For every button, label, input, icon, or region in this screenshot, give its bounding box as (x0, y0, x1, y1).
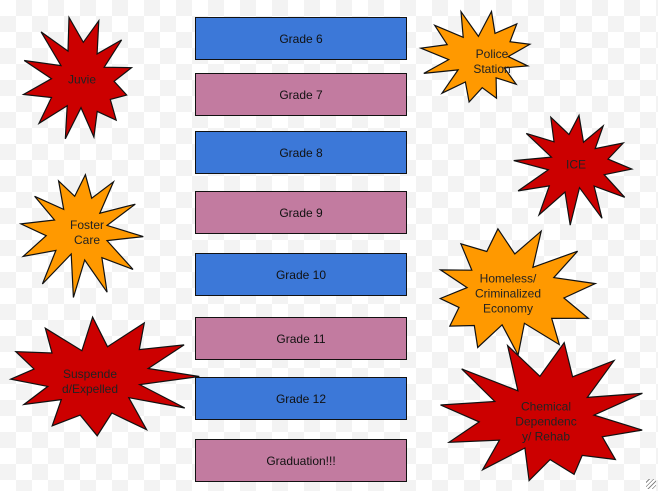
burst-label-chemical: Chemical Dependenc y/ Rehab (515, 399, 577, 444)
grade-box[interactable]: Graduation!!! (195, 439, 407, 482)
grade-label: Grade 9 (279, 205, 323, 220)
grade-label: Graduation!!! (266, 453, 336, 468)
burst-label-homeless: Homeless/ Criminalized Economy (474, 271, 542, 316)
burst-shape[interactable] (440, 341, 643, 482)
burst-shape[interactable] (21, 15, 134, 140)
grade-label: Grade 11 (276, 331, 326, 346)
grade-box[interactable]: Grade 8 (195, 131, 407, 174)
burst-label-suspended: Suspende d/Expelled (61, 367, 119, 396)
grade-box[interactable]: Grade 12 (195, 377, 407, 420)
grade-label: Grade 7 (279, 87, 323, 102)
grade-label: Grade 10 (275, 267, 327, 282)
grade-box[interactable]: Grade 6 (195, 17, 407, 60)
grade-box[interactable]: Grade 11 (195, 317, 407, 360)
grade-box[interactable]: Grade 9 (195, 191, 407, 234)
grade-label: Grade 8 (279, 145, 323, 160)
burst-shape[interactable] (418, 9, 532, 104)
grade-label: Grade 12 (275, 391, 327, 406)
burst-shape[interactable] (8, 315, 200, 437)
grade-box[interactable]: Grade 10 (195, 253, 407, 296)
burst-label-ice: ICE (565, 157, 587, 172)
burst-label-foster-care: Foster Care (69, 218, 105, 247)
grade-label: Grade 6 (279, 31, 323, 46)
burst-label-police: Police Station (473, 47, 511, 76)
burst-shape[interactable] (513, 113, 634, 226)
burst-label-juvie: Juvie (67, 72, 97, 87)
resize-handle[interactable] (646, 479, 656, 489)
grade-box[interactable]: Grade 7 (195, 73, 407, 116)
burst-shape[interactable] (18, 173, 144, 298)
